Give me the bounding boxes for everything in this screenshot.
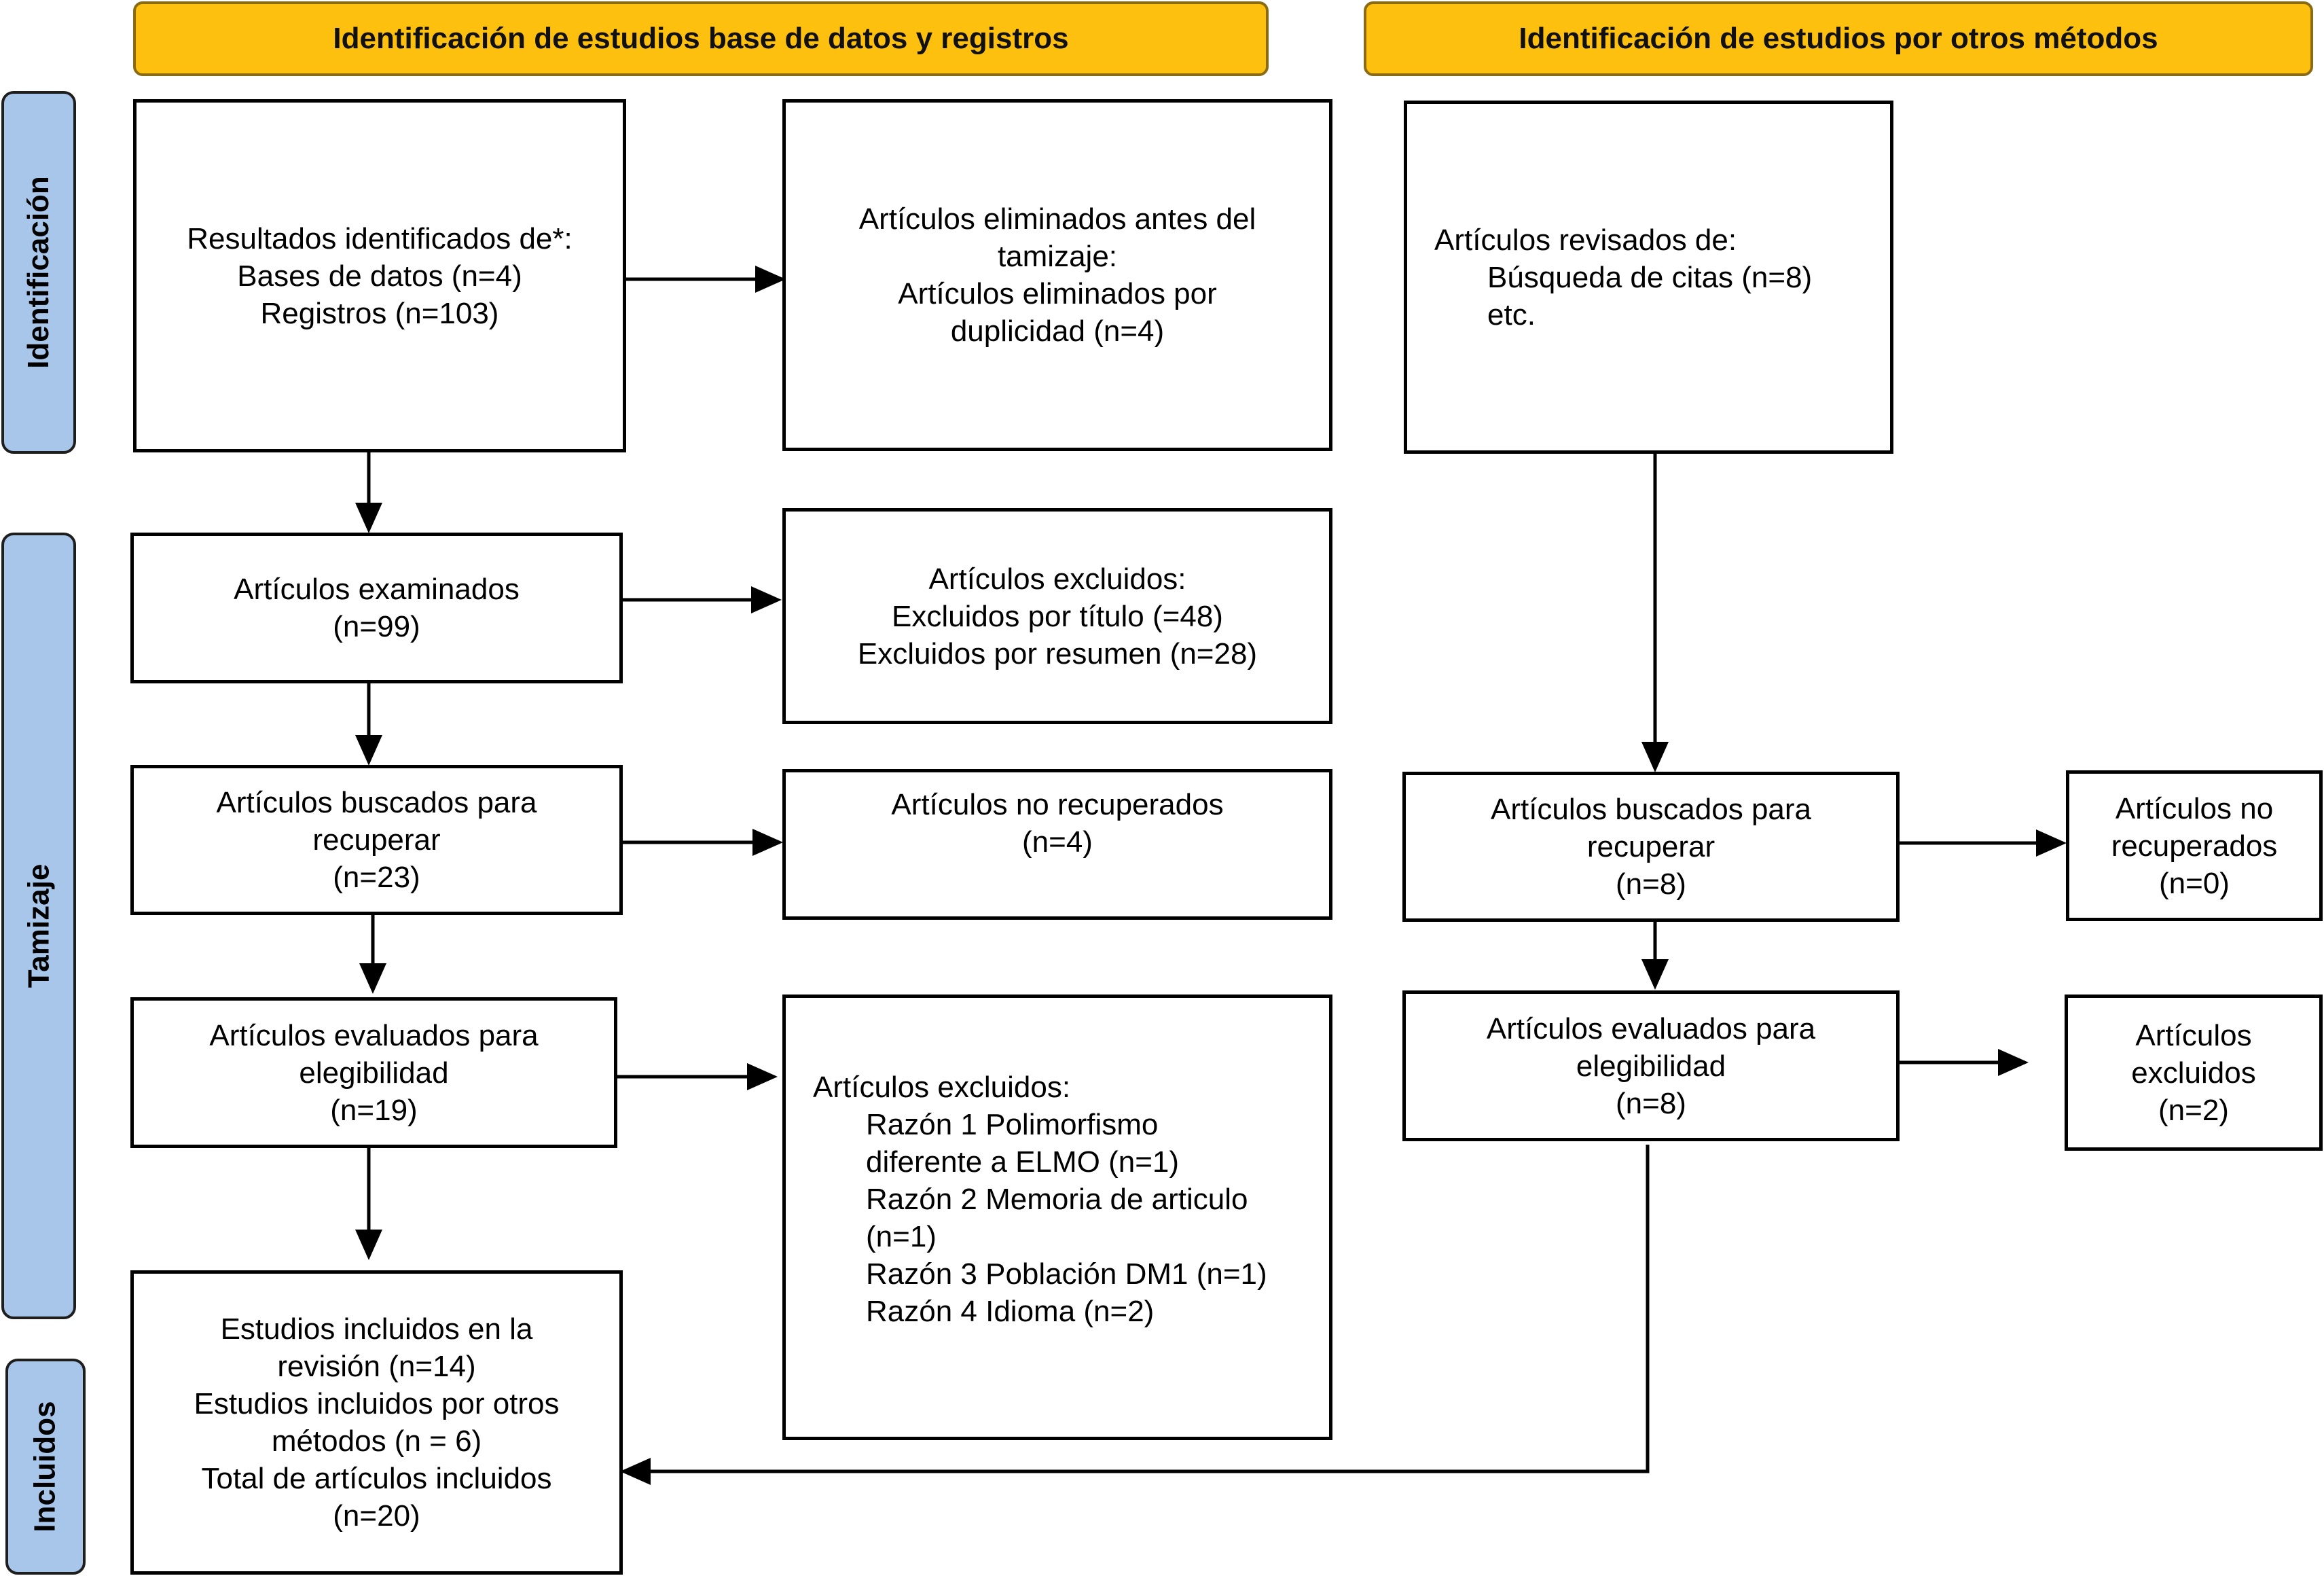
box-reports-not-retrieved: Artículos no recuperados (n=4) bbox=[782, 769, 1332, 920]
box-records-identified: Resultados identificados de*: Bases de d… bbox=[133, 99, 626, 452]
box-line: excluidos bbox=[2131, 1056, 2256, 1090]
box-records-removed: Artículos eliminados antes del tamizaje:… bbox=[782, 99, 1332, 451]
box-line: elegibilidad bbox=[299, 1056, 449, 1090]
box-line: Artículos examinados bbox=[234, 573, 520, 606]
box-line: (n=19) bbox=[330, 1093, 418, 1127]
box-studies-included: Estudios incluidos en la revisión (n=14)… bbox=[130, 1270, 623, 1575]
box-reports-sought: Artículos buscados para recuperar (n=23) bbox=[130, 765, 623, 915]
box-line: Razón 2 Memoria de articulo bbox=[866, 1183, 1248, 1216]
box-line: Excluidos por resumen (n=28) bbox=[857, 637, 1258, 670]
phase-screening: Tamizaje bbox=[1, 533, 76, 1319]
box-line: diferente a ELMO (n=1) bbox=[866, 1145, 1180, 1179]
box-line: (n=8) bbox=[1616, 867, 1686, 901]
box-line: revisión (n=14) bbox=[277, 1350, 476, 1383]
box-line: (n=99) bbox=[333, 610, 420, 643]
box-line: Artículos buscados para bbox=[216, 786, 537, 819]
box-line: (n=0) bbox=[2159, 866, 2230, 900]
box-records-excluded: Artículos excluidos: Excluidos por títul… bbox=[782, 508, 1332, 724]
phase-included: Incluidos bbox=[5, 1359, 86, 1575]
box-line: Estudios incluidos por otros bbox=[194, 1387, 560, 1420]
box-line: Artículos evaluados para bbox=[1486, 1011, 1816, 1045]
box-other-not-retrieved: Artículos no recuperados (n=0) bbox=[2066, 770, 2323, 921]
box-line: recuperar bbox=[312, 823, 441, 857]
box-reports-assessed: Artículos evaluados para elegibilidad (n… bbox=[130, 997, 617, 1148]
box-line: duplicidad (n=4) bbox=[950, 315, 1165, 348]
box-line: Artículos no recuperados bbox=[891, 788, 1224, 821]
box-line: (n=20) bbox=[333, 1499, 420, 1533]
box-line: tamizaje: bbox=[997, 240, 1118, 273]
box-line: Artículos revisados de: bbox=[1434, 223, 1737, 257]
box-line: Razón 4 Idioma (n=2) bbox=[866, 1295, 1155, 1328]
box-line: (n=1) bbox=[866, 1220, 937, 1253]
box-line: métodos (n = 6) bbox=[271, 1425, 482, 1458]
box-line: Registros (n=103) bbox=[260, 296, 499, 330]
box-line: Artículos eliminados antes del bbox=[858, 202, 1256, 236]
arrow-other-to-included bbox=[620, 1145, 1650, 1485]
box-other-sought: Artículos buscados para recuperar (n=8) bbox=[1402, 772, 1900, 922]
box-line: Artículos evaluados para bbox=[209, 1018, 539, 1052]
box-line: Artículos eliminados por bbox=[898, 277, 1217, 310]
box-line: Artículos no bbox=[2115, 791, 2274, 825]
box-line: Razón 3 Población DM1 (n=1) bbox=[866, 1257, 1267, 1291]
box-other-assessed: Artículos evaluados para elegibilidad (n… bbox=[1402, 990, 1900, 1141]
box-line: Resultados identificados de*: bbox=[187, 221, 573, 255]
box-line: (n=23) bbox=[333, 861, 420, 894]
box-line: recuperados bbox=[2111, 829, 2278, 863]
box-line: Artículos bbox=[2135, 1018, 2252, 1052]
box-line: (n=2) bbox=[2158, 1093, 2229, 1127]
box-records-screened: Artículos examinados (n=99) bbox=[130, 533, 623, 683]
box-line: Artículos excluidos: bbox=[813, 1071, 1071, 1104]
box-line: etc. bbox=[1487, 298, 1536, 332]
header-databases: Identificación de estudios base de datos… bbox=[133, 1, 1269, 76]
box-line: Razón 1 Polimorfismo bbox=[866, 1108, 1159, 1141]
box-line: (n=4) bbox=[1022, 825, 1093, 859]
header-other-methods: Identificación de estudios por otros mét… bbox=[1364, 1, 2313, 76]
phase-identification: Identificación bbox=[1, 91, 76, 454]
box-line: Total de artículos incluidos bbox=[201, 1462, 552, 1495]
box-line: Búsqueda de citas (n=8) bbox=[1487, 260, 1813, 294]
box-line: recuperar bbox=[1586, 830, 1715, 863]
box-line: Artículos buscados para bbox=[1490, 793, 1812, 826]
box-line: Artículos excluidos: bbox=[928, 562, 1186, 596]
box-line: Estudios incluidos en la bbox=[220, 1312, 533, 1346]
box-line: elegibilidad bbox=[1576, 1049, 1726, 1083]
box-line: (n=8) bbox=[1616, 1086, 1686, 1120]
box-other-reviewed: Artículos revisados de: Búsqueda de cita… bbox=[1404, 101, 1893, 454]
box-line: Bases de datos (n=4) bbox=[237, 259, 522, 293]
box-other-excluded: Artículos excluidos (n=2) bbox=[2065, 995, 2323, 1151]
box-line: Excluidos por título (=48) bbox=[892, 599, 1223, 633]
box-reports-excluded-reasons: Artículos excluidos: Razón 1 Polimorfism… bbox=[782, 995, 1332, 1440]
